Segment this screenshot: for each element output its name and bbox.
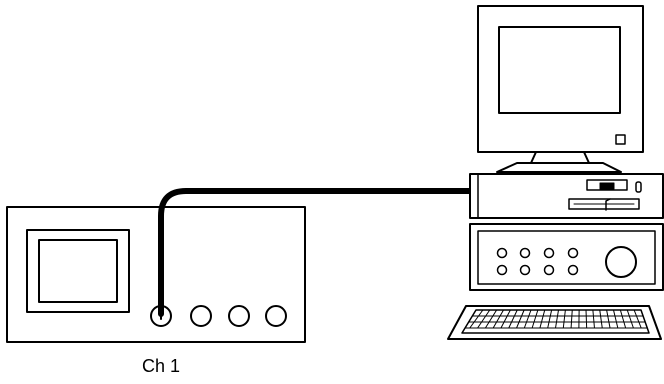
disk-drive-upper-eject (600, 183, 614, 189)
system-unit (470, 174, 663, 218)
oscilloscope-body (7, 207, 305, 342)
keyboard-column-line (586, 310, 587, 328)
monitor-neck (531, 152, 589, 163)
computer (448, 6, 663, 339)
oscilloscope (7, 207, 305, 342)
monitor-stand-base (497, 163, 621, 172)
channel-label: Ch 1 (142, 356, 180, 376)
